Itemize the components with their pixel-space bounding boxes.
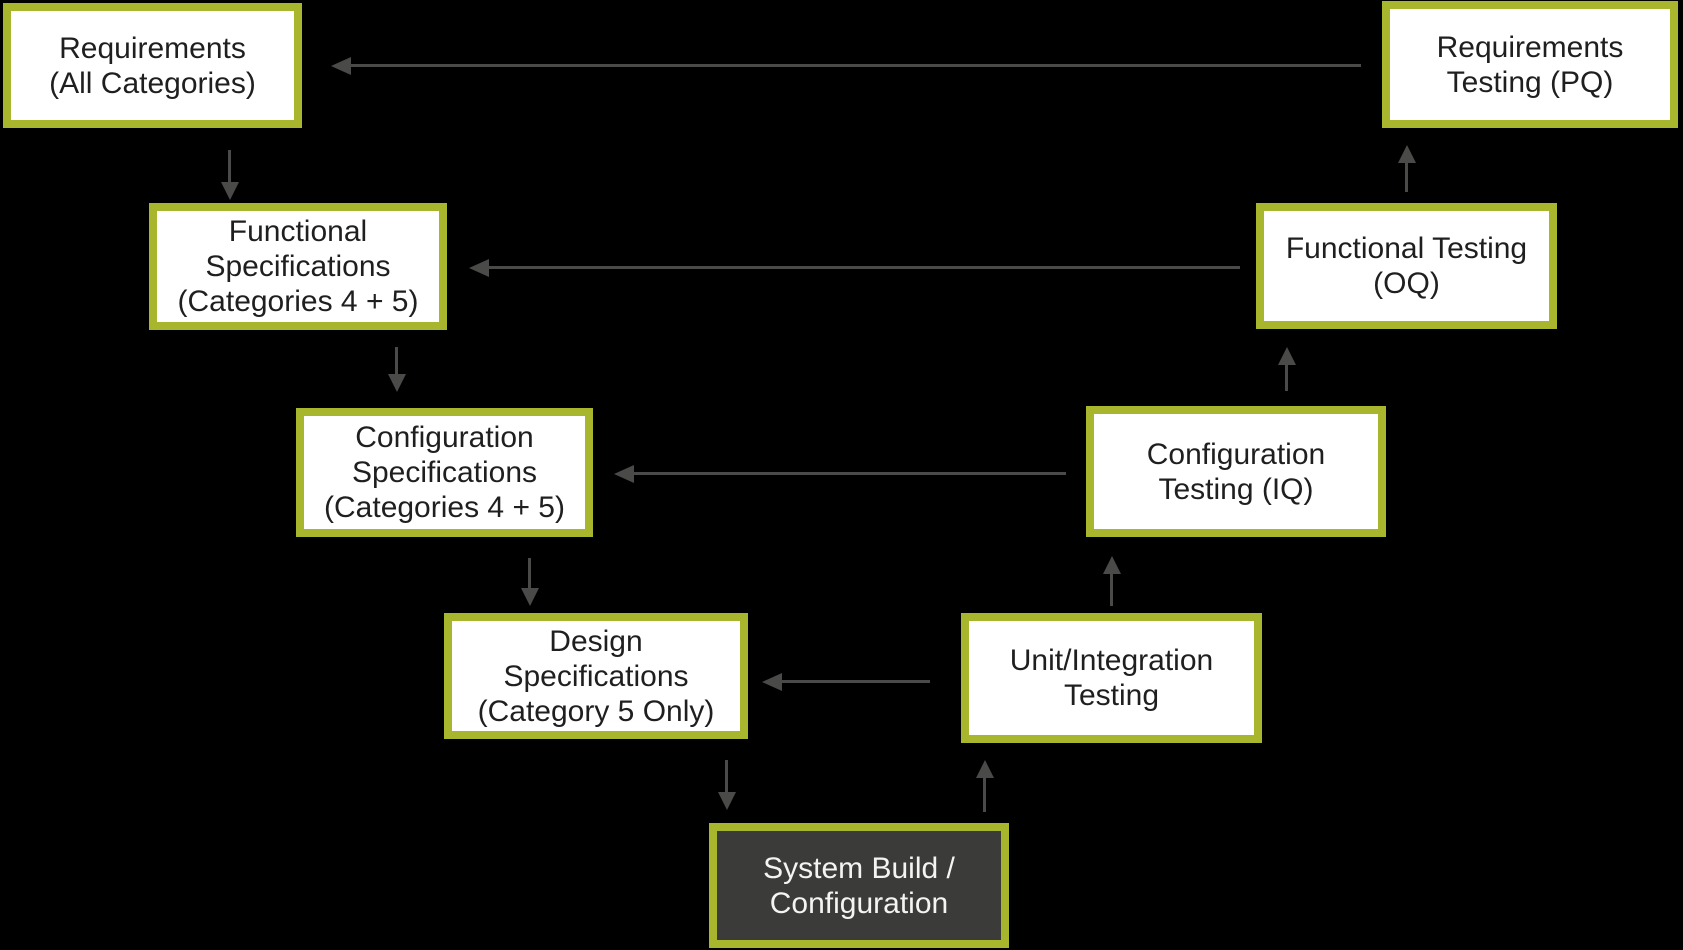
arrowhead-down-icon (221, 182, 239, 200)
node-system-build-configuration: System Build / Configuration (709, 823, 1009, 948)
node-requirements-testing-pq: Requirements Testing (PQ) (1382, 1, 1678, 128)
arrowhead-up-icon (1398, 145, 1416, 163)
node-requirements: Requirements (All Categories) (3, 3, 302, 128)
arrowhead-down-icon (718, 792, 736, 810)
node-design-specifications: Design Specifications (Category 5 Only) (444, 613, 748, 739)
node-label-line: Configuration (769, 886, 949, 920)
node-functional-testing-oq: Functional Testing (OQ) (1256, 203, 1557, 329)
arrowhead-left-icon (762, 673, 782, 691)
arrowhead-down-icon (388, 374, 406, 392)
node-label-line: Configuration (1146, 437, 1326, 471)
node-label-line: (Category 5 Only) (477, 694, 715, 728)
arrowhead-left-icon (331, 57, 351, 75)
node-label-line: (Categories 4 + 5) (324, 491, 565, 524)
node-label-line: Testing (PQ) (1446, 65, 1614, 99)
node-label-line: Testing (IQ) (1158, 472, 1314, 506)
arrowhead-up-icon (1278, 347, 1296, 365)
node-configuration-testing-iq: Configuration Testing (IQ) (1086, 406, 1386, 537)
arrowhead-up-icon (1103, 556, 1121, 574)
node-label-line: Design (549, 624, 643, 658)
node-label-line: Functional Testing (1285, 232, 1528, 265)
node-label-line: Configuration (355, 421, 534, 454)
node-label-line: (OQ) (1373, 267, 1440, 300)
node-label-line: (All Categories) (49, 66, 256, 100)
arrowhead-up-icon (976, 760, 994, 778)
node-functional-specifications: Functional Specifications (Categories 4 … (149, 203, 447, 330)
node-label-line: Testing (1063, 679, 1160, 712)
node-label-line: Requirements (1436, 30, 1624, 64)
node-label-line: Specifications (503, 659, 689, 693)
node-label-line: Requirements (59, 31, 246, 65)
arrowhead-left-icon (614, 465, 634, 483)
node-configuration-specifications: Configuration Specifications (Categories… (296, 408, 593, 537)
node-label-line: Specifications (205, 250, 391, 283)
node-unit-integration-testing: Unit/Integration Testing (961, 613, 1262, 743)
node-label-line: Functional (228, 215, 368, 248)
node-label-line: Unit/Integration (1009, 644, 1214, 677)
arrowhead-left-icon (469, 259, 489, 277)
node-label-line: (Categories 4 + 5) (177, 285, 419, 318)
node-label-line: Specifications (351, 456, 538, 489)
arrowhead-down-icon (521, 588, 539, 606)
node-label-line: System Build / (763, 851, 955, 885)
